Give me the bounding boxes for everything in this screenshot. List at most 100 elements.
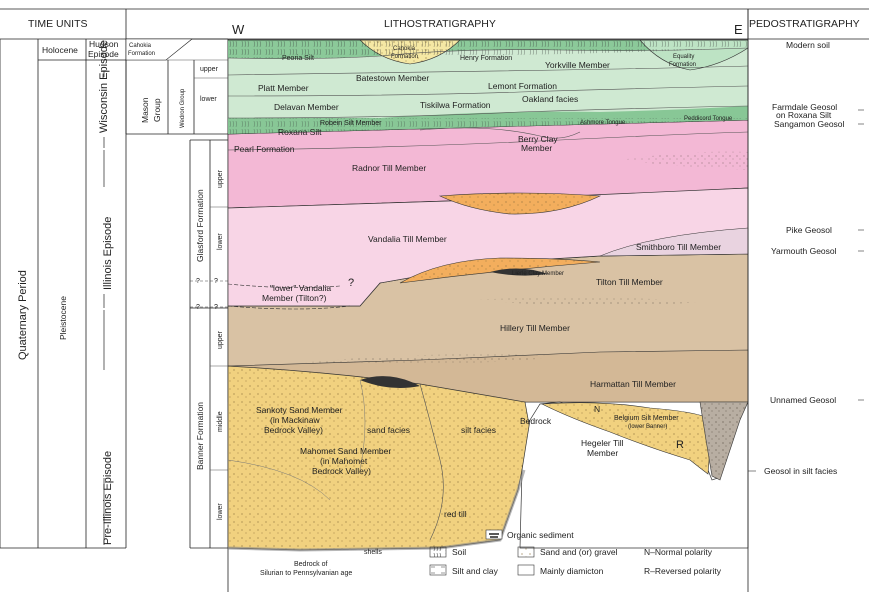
modern-soil-label: Modern soil bbox=[786, 40, 830, 50]
hillery-till-label: Hillery Till Member bbox=[500, 323, 570, 333]
cahokia-formation-group-label-1: Cahokia bbox=[129, 43, 152, 49]
wedron-group-label: Wedron Group bbox=[180, 88, 186, 128]
equality-label-2: Formation bbox=[669, 62, 696, 68]
cahokia-label-1: Cahokia bbox=[393, 46, 416, 52]
legend-silt-label: Silt and clay bbox=[452, 566, 499, 576]
harmattan-till-label: Harmattan Till Member bbox=[590, 379, 676, 389]
mason-upper-label: upper bbox=[200, 66, 219, 73]
legend-organic-label: Organic sediment bbox=[507, 530, 574, 540]
pedo-ticks bbox=[748, 110, 864, 471]
roxana-silt-label: Roxana Silt bbox=[278, 127, 322, 137]
belgium-label-2: (lower Banner) bbox=[628, 424, 667, 430]
quaternary-period-label: Quaternary Period bbox=[17, 270, 29, 360]
pleistocene-label: Pleistocene bbox=[58, 296, 68, 340]
illinois-episode-label: Illinois Episode bbox=[102, 217, 114, 290]
west-label: W bbox=[232, 22, 245, 37]
hegeler-label-2: Member bbox=[587, 448, 618, 458]
pedostratigraphy-column: Modern soil Farmdale Geosol on Roxana Si… bbox=[748, 40, 864, 476]
unnamed-geosol-label: Unnamed Geosol bbox=[770, 395, 836, 405]
glasford-upper-label: upper bbox=[217, 169, 224, 188]
pike-geosol-label: Pike Geosol bbox=[786, 225, 832, 235]
robein-silt-label: Robein Silt Member bbox=[320, 120, 382, 127]
belgium-label-1: Belgium Silt Member bbox=[614, 415, 679, 422]
sand-facies-label: sand facies bbox=[367, 425, 410, 435]
legend-normal-label: N–Normal polarity bbox=[644, 547, 713, 557]
qmark-4: ? bbox=[214, 304, 218, 311]
legend-reversed-label: R–Reversed polarity bbox=[644, 566, 722, 576]
red-till-label: red till bbox=[444, 509, 467, 519]
time-units-columns: Quaternary Period Holocene Pleistocene H… bbox=[0, 39, 126, 548]
sankoty-label-3: Bedrock Valley) bbox=[264, 425, 323, 435]
banner-upper-label: upper bbox=[217, 330, 224, 349]
peoria-silt-label: Peoria Silt bbox=[282, 55, 314, 62]
legend-soil: Soil bbox=[430, 547, 466, 557]
tiskilwa-formation-label: Tiskilwa Formation bbox=[420, 100, 491, 110]
banner-middle-label: middle bbox=[217, 411, 224, 432]
n-polarity-mark: N bbox=[594, 404, 600, 414]
pedostratigraphy-header: PEDOSTRATIGRAPHY bbox=[749, 18, 860, 30]
legend-sand-label: Sand and (or) gravel bbox=[540, 547, 618, 557]
r-polarity-mark: R bbox=[676, 439, 684, 451]
header-row: TIME UNITS LITHOSTRATIGRAPHY PEDOSTRATIG… bbox=[0, 9, 869, 39]
formation-columns: Cahokia Formation Mason Group Wedron Gro… bbox=[126, 39, 228, 592]
pearl-formation-label: Pearl Formation bbox=[234, 144, 295, 154]
lower-vandalia-label-1: "lower" Vandalia bbox=[270, 283, 331, 293]
time-units-header: TIME UNITS bbox=[28, 18, 88, 30]
radnor-till-label: Radnor Till Member bbox=[352, 163, 426, 173]
batestown-member-label: Batestown Member bbox=[356, 73, 429, 83]
vandalia-till-label: Vandalia Till Member bbox=[368, 234, 447, 244]
cahokia-formation-group-label-2: Formation bbox=[128, 51, 155, 57]
henry-formation-label: Henry Formation bbox=[460, 55, 512, 62]
holocene-label: Holocene bbox=[42, 45, 78, 55]
sankoty-label-1: Sankoty Sand Member bbox=[256, 405, 343, 415]
berry-clay-label-2: Member bbox=[521, 143, 552, 153]
lithostratigraphy-header: LITHOSTRATIGRAPHY bbox=[384, 18, 496, 30]
silt-facies-label: silt facies bbox=[461, 425, 496, 435]
glasford-lower-label: lower bbox=[217, 233, 224, 250]
sankoty-label-2: (in Mackinaw bbox=[270, 415, 320, 425]
mahomet-label-3: Bedrock Valley) bbox=[312, 466, 371, 476]
legend-sand: Sand and (or) gravel bbox=[518, 547, 618, 557]
bedrock-label: Bedrock bbox=[520, 416, 552, 426]
yarmouth-geosol-label: Yarmouth Geosol bbox=[771, 246, 837, 256]
oakland-facies-label: Oakland facies bbox=[522, 94, 578, 104]
mason-group-label-2: Group bbox=[152, 98, 162, 122]
glasford-formation-label: Glasford Formation bbox=[195, 189, 205, 262]
peddicord-tongue-label: Peddicord Tongue bbox=[684, 116, 733, 122]
sangamon-geosol-label: Sangamon Geosol bbox=[774, 119, 845, 129]
bedrock-base-label-2: Silurian to Pennsylvanian age bbox=[260, 570, 352, 577]
legend-diamicton-label: Mainly diamicton bbox=[540, 566, 604, 576]
tilton-till-label: Tilton Till Member bbox=[596, 277, 663, 287]
mason-group-label-1: Mason bbox=[140, 97, 150, 123]
cahokia-label-2: Formation bbox=[391, 54, 418, 60]
mahomet-label-2: (in Mahomet bbox=[320, 456, 368, 466]
equality-label-1: Equality bbox=[673, 54, 694, 60]
shells-label: shells bbox=[364, 549, 382, 556]
bedrock-base-label-1: Bedrock of bbox=[294, 561, 328, 568]
lemont-formation-label: Lemont Formation bbox=[488, 81, 557, 91]
qmark-2: ? bbox=[214, 278, 218, 285]
east-label: E bbox=[734, 22, 743, 37]
mahomet-label-1: Mahomet Sand Member bbox=[300, 446, 391, 456]
legend-diamicton: Mainly diamicton bbox=[518, 565, 604, 576]
mason-lower-label: lower bbox=[200, 96, 217, 103]
legend-organic: Organic sediment bbox=[486, 530, 574, 540]
ashmore-tongue-label: Ashmore Tongue bbox=[580, 120, 626, 126]
delavan-member-label: Delavan Member bbox=[274, 102, 339, 112]
wisconsin-episode-label: Wisconsin Episode bbox=[98, 40, 110, 133]
lower-vandalia-label-2: Member (Tilton?) bbox=[262, 293, 327, 303]
banner-formation-label: Banner Formation bbox=[195, 402, 205, 470]
legend-silt: Silt and clay bbox=[430, 565, 499, 576]
legend-soil-label: Soil bbox=[452, 547, 466, 557]
question-mark-vandalia: ? bbox=[348, 277, 354, 289]
smithboro-till-label: Smithboro Till Member bbox=[636, 242, 721, 252]
qmark-3: ? bbox=[196, 304, 200, 311]
silt-facies-geosol-label: Geosol in silt facies bbox=[764, 466, 837, 476]
banner-lower-label: lower bbox=[217, 503, 224, 520]
hegeler-label-1: Hegeler Till bbox=[581, 438, 624, 448]
lierle-clay-label: Lierle Clay Member bbox=[512, 271, 564, 277]
platt-member-label: Platt Member bbox=[258, 83, 309, 93]
qmark-1: ? bbox=[196, 278, 200, 285]
yorkville-member-label: Yorkville Member bbox=[545, 60, 610, 70]
